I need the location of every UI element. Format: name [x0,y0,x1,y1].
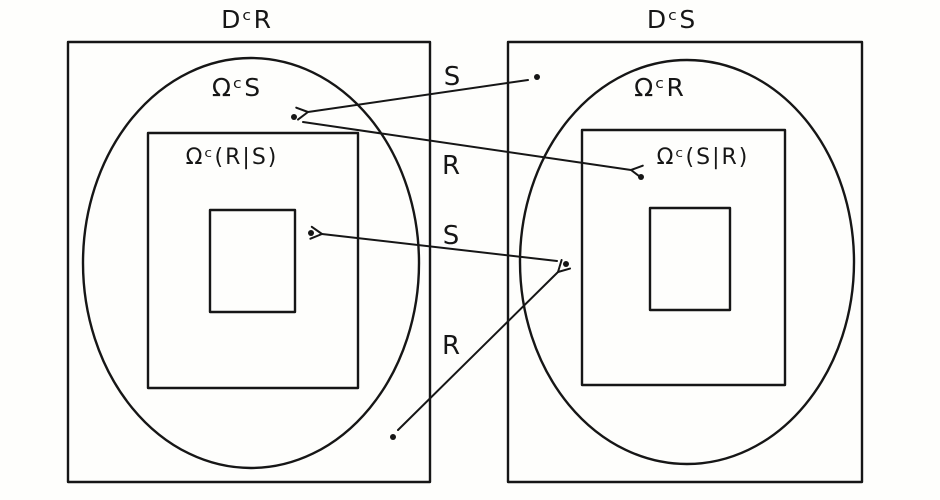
left-title-label: DᶜR [221,5,273,34]
left-inner-rectangle [208,208,297,314]
arrow3-label: S [443,221,462,251]
right-ellipse-label: ΩᶜR [634,73,686,102]
left-ellipse-label: ΩᶜS [212,73,262,102]
arrow1-label: S [444,62,463,92]
arrow1-start-dot [534,74,540,80]
right-title-label: DᶜS [647,5,697,34]
arrow4-label: R [442,331,462,361]
left-inner-rect-label: Ωᶜ(R|S) [186,145,279,170]
arrow2-label: R [442,151,462,181]
arrow3-start-dot [563,261,569,267]
left-outer-rectangle [66,40,432,484]
right-ellipse [518,58,856,466]
left-middle-rectangle [146,131,360,390]
left-ellipse [81,56,421,470]
right-inner-rectangle [648,206,732,312]
arrow3-s-line [309,225,558,262]
arrow2-end-dot [638,174,644,180]
arrow2-r-line [302,121,644,179]
right-middle-rectangle [580,128,787,387]
arrow4-r-line [397,259,572,431]
arrow2-start-dot [291,114,297,120]
right-inner-rect-label: Ωᶜ(S|R) [657,145,750,170]
arrow4-start-dot [390,434,396,440]
arrow3-end-dot [308,230,314,236]
right-outer-rectangle [506,40,864,484]
arrow1-s-line [295,79,529,121]
